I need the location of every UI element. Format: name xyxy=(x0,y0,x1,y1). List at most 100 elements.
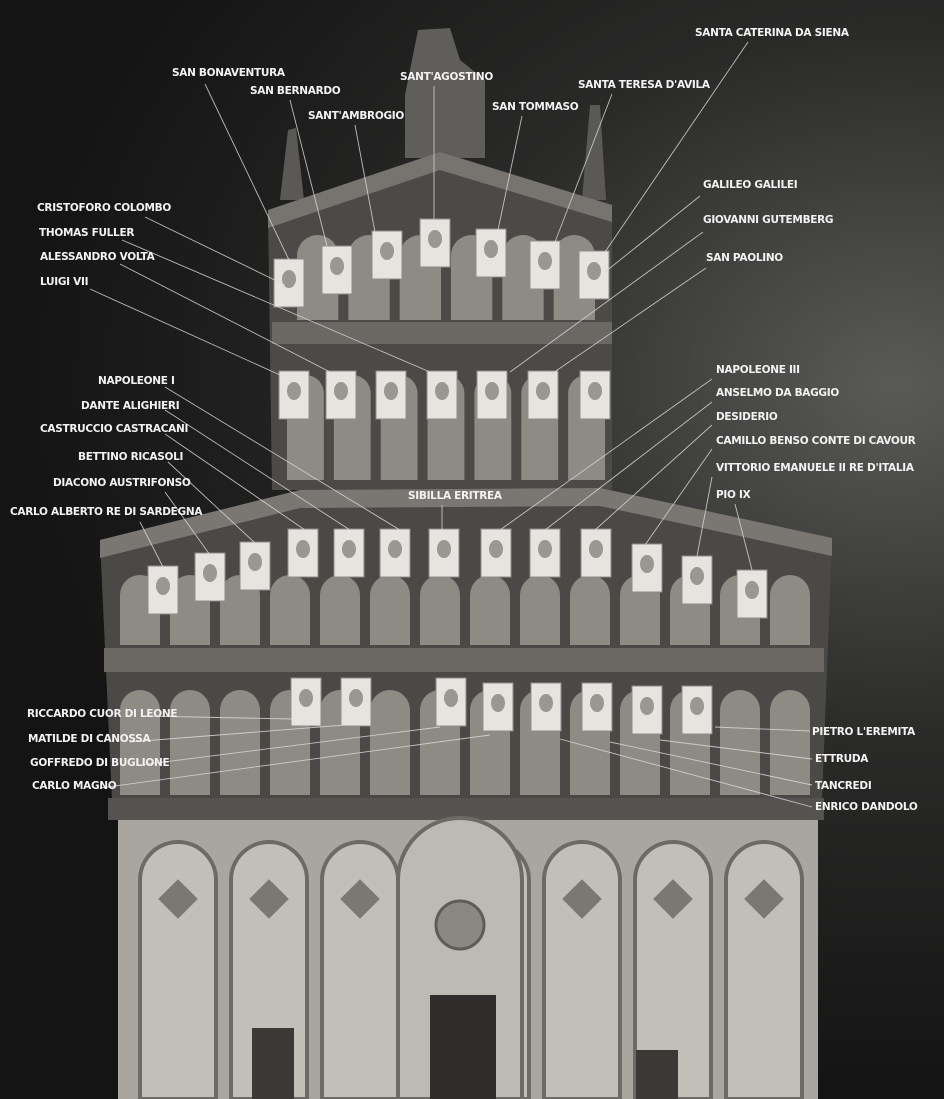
statue-face xyxy=(640,697,654,715)
label-san-paolino: SAN PAOLINO xyxy=(706,252,783,264)
statue-face xyxy=(299,689,313,707)
leader-line-camillo-benso-conte-di-cavour xyxy=(644,448,713,546)
middle-cornice xyxy=(100,488,832,558)
gallery-arch xyxy=(220,575,260,645)
statue-face xyxy=(690,697,704,715)
label-dante-alighieri: DANTE ALIGHIERI xyxy=(81,400,179,412)
leader-line-matilde-di-canossa xyxy=(129,724,346,743)
label-carlo-magno: CARLO MAGNO xyxy=(32,780,117,792)
lower-arch xyxy=(138,840,218,1099)
leader-line-san-bonaventura xyxy=(204,83,290,261)
rose-window xyxy=(434,899,486,951)
gallery-arch xyxy=(770,575,810,645)
label-sibilla-eritrea: SIBILLA ERITREA xyxy=(408,490,503,502)
statue-face xyxy=(334,382,348,400)
label-matilde-di-canossa: MATILDE DI CANOSSA xyxy=(28,733,151,745)
gallery-arch xyxy=(520,575,560,645)
statue-face xyxy=(428,230,442,248)
statue-face xyxy=(342,540,356,558)
leader-line-santa-caterina-da-siena xyxy=(604,41,749,253)
leader-line-diacono-austrifonso xyxy=(164,491,211,556)
label-galileo-galilei: GALILEO GALILEI xyxy=(703,179,797,191)
label-pio-ix: PIO IX xyxy=(716,489,751,501)
statue-face xyxy=(489,540,503,558)
leader-line-pietro-l-eremita xyxy=(714,726,811,732)
label-desiderio: DESIDERIO xyxy=(716,411,778,423)
label-santa-teresa-d-avila: SANTA TERESA D'AVILA xyxy=(578,79,711,91)
leader-line-desiderio xyxy=(594,424,713,531)
leader-line-vittorio-emanuele-ii-re-d-italia xyxy=(696,476,713,557)
leader-line-dante-alighieri xyxy=(164,409,351,531)
leader-line-tancredi xyxy=(609,741,813,786)
leader-line-cristoforo-colombo xyxy=(144,216,286,286)
statue-face xyxy=(539,694,553,712)
statue-face xyxy=(589,540,603,558)
label-pietro-l-eremita: PIETRO L'EREMITA xyxy=(812,726,916,738)
label-santa-caterina-da-siena: SANTA CATERINA DA SIENA xyxy=(695,27,850,39)
label-luigi-vii: LUIGI VII xyxy=(40,276,88,288)
statue-face xyxy=(156,577,170,595)
label-goffredo-di-buglione: GOFFREDO DI BUGLIONE xyxy=(30,757,169,769)
leader-line-napoleone-iii xyxy=(499,378,713,531)
statue-face xyxy=(588,382,602,400)
leader-line-san-bernardo xyxy=(289,99,328,247)
label-san-bonaventura: SAN BONAVENTURA xyxy=(172,67,286,79)
left-door xyxy=(252,1028,294,1099)
label-giovanni-gutemberg: GIOVANNI GUTEMBERG xyxy=(703,214,833,226)
gallery-arch xyxy=(370,575,410,645)
statue-face xyxy=(437,540,451,558)
label-sant-agostino: SANT'AGOSTINO xyxy=(400,71,493,83)
right-pinnacle xyxy=(582,105,606,200)
gallery-arch xyxy=(420,575,460,645)
left-pinnacle xyxy=(280,128,304,200)
label-diacono-austrifonso: DIACONO AUSTRIFONSO xyxy=(53,477,191,489)
main-door xyxy=(430,995,496,1099)
gallery-arch xyxy=(470,575,510,645)
statue-face xyxy=(296,540,310,558)
gallery-arch xyxy=(720,690,760,795)
pediment-cornice xyxy=(268,152,612,228)
statue-face xyxy=(349,689,363,707)
label-san-tommaso: SAN TOMMASO xyxy=(492,101,579,113)
statue-face xyxy=(538,540,552,558)
label-tancredi: TANCREDI xyxy=(815,780,871,792)
statue-face xyxy=(388,540,402,558)
label-anselmo-da-baggio: ANSELMO DA BAGGIO xyxy=(716,387,839,399)
statue-face xyxy=(380,242,394,260)
leader-line-thomas-fuller xyxy=(121,239,431,373)
diamond-inlay xyxy=(158,879,198,919)
leader-line-santa-teresa-d-avila xyxy=(554,93,613,243)
gallery-arch xyxy=(570,575,610,645)
statue-face xyxy=(538,252,552,270)
leader-line-giovanni-gutemberg xyxy=(509,231,704,373)
leader-line-enrico-dandolo xyxy=(559,738,813,808)
label-carlo-alberto-re-di-sardegna: CARLO ALBERTO RE DI SARDEGNA xyxy=(10,506,203,518)
leader-line-carlo-magno xyxy=(99,734,491,789)
leader-line-goffredo-di-buglione xyxy=(139,726,441,766)
gallery-arch xyxy=(370,690,410,795)
statue-face xyxy=(282,270,296,288)
label-castruccio-castracani: CASTRUCCIO CASTRACANI xyxy=(40,423,188,435)
diamond-inlay xyxy=(744,879,784,919)
statue-face xyxy=(384,382,398,400)
statue-face xyxy=(745,581,759,599)
lower-arch xyxy=(633,840,713,1099)
leader-line-alessandro-volta xyxy=(119,263,331,373)
label-camillo-benso-conte-di-cavour: CAMILLO BENSO CONTE DI CAVOUR xyxy=(716,435,916,447)
statue-face xyxy=(491,694,505,712)
leader-line-sant-ambrogio xyxy=(354,124,376,233)
statue-face xyxy=(587,262,601,280)
diamond-inlay xyxy=(653,879,693,919)
statue-face xyxy=(690,567,704,585)
label-enrico-dandolo: ENRICO DANDOLO xyxy=(815,801,918,813)
label-vittorio-emanuele-ii-re-d-italia: VITTORIO EMANUELE II RE D'ITALIA xyxy=(716,462,915,474)
statue-face xyxy=(330,257,344,275)
leader-line-anselmo-da-baggio xyxy=(544,401,713,531)
leader-line-castruccio-castracani xyxy=(164,433,306,531)
statue-face xyxy=(485,382,499,400)
statue-face xyxy=(640,555,654,573)
label-napoleone-iii: NAPOLEONE III xyxy=(716,364,800,376)
leader-line-luigi-vii xyxy=(89,288,281,376)
